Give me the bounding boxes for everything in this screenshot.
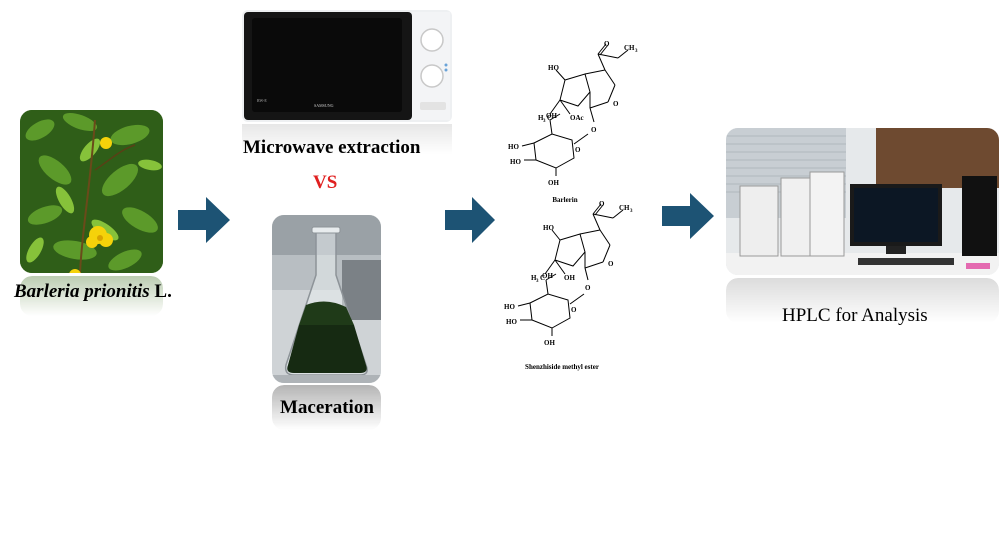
barlerin-ho-top: HO	[548, 64, 559, 72]
arrow-1-icon	[178, 197, 230, 243]
barlerin-h3c-h: H	[538, 114, 544, 122]
shenzhiside-ch3-sub: 3	[630, 209, 633, 214]
barlerin-o-sugar: O	[575, 146, 581, 154]
barlerin-oh-bottom: OH	[548, 179, 559, 187]
shenzhiside-oh-bottom: OH	[544, 339, 555, 347]
shenzhiside-oh-c8: OH	[564, 274, 575, 282]
barlerin-oh6: OH	[546, 112, 557, 120]
versus-label: VS	[313, 172, 338, 193]
shenzhiside-o-sugar: O	[571, 306, 577, 314]
microwave-photo: RW-E SAMSUNG	[242, 10, 452, 122]
barlerin-o-link: O	[591, 126, 597, 134]
shenzhiside-name: Shenzhiside methyl ester	[525, 363, 599, 371]
plant-label: Barleria prionitis L.	[14, 281, 172, 303]
shenzhiside-h3c-sub: 3	[536, 279, 539, 284]
shenzhiside-ho-top: HO	[543, 224, 554, 232]
barlerin-ch3-sub: 3	[635, 49, 638, 54]
plant-photo	[20, 110, 163, 273]
shenzhiside-ch3: CH	[619, 204, 630, 212]
plant-reflection	[20, 276, 163, 316]
shenzhiside-h3c-h: H	[531, 274, 537, 282]
shenzhiside-ho-a: HO	[506, 318, 517, 326]
microwave-label: Microwave extraction	[243, 137, 421, 158]
shenzhiside-o-ring: O	[608, 260, 614, 268]
shenzhiside-o-link: O	[585, 284, 591, 292]
maceration-photo	[272, 215, 381, 383]
hplc-label: HPLC for Analysis	[782, 305, 928, 326]
barlerin-o-ring: O	[613, 100, 619, 108]
barlerin-o-carbonyl: O	[604, 40, 610, 48]
shenzhiside-oh6: OH	[542, 272, 553, 280]
microwave-reflection	[242, 124, 452, 154]
shenzhiside-o-carbonyl: O	[599, 200, 605, 208]
hplc-reflection	[726, 278, 999, 323]
maceration-label: Maceration	[280, 397, 374, 418]
plant-authority: L.	[149, 281, 172, 302]
barlerin-name: Barlerin	[552, 196, 577, 204]
microwave-brand: SAMSUNG	[314, 103, 334, 108]
barlerin-ho-b: HO	[508, 143, 519, 151]
arrow-3-icon	[662, 193, 714, 239]
plant-illustration	[20, 110, 163, 273]
svg-text:RW-E: RW-E	[257, 98, 267, 103]
maceration-reflection	[272, 385, 381, 430]
barlerin-h3c-c: C	[547, 114, 552, 122]
shenzhiside-ho-b: HO	[504, 303, 515, 311]
barlerin-ch3: CH	[624, 44, 635, 52]
barlerin-ho-a: HO	[510, 158, 521, 166]
arrow-2-icon	[445, 197, 495, 243]
hplc-photo	[726, 128, 999, 275]
shenzhiside-h3c-c: C	[540, 274, 545, 282]
plant-species-name: Barleria prionitis	[14, 281, 150, 302]
barlerin-oac: OAc	[570, 114, 584, 122]
compound-structures: HO O CH 3 O OAc H 3 C O OH O HO HO OH HO…	[504, 40, 638, 371]
barlerin-h3c-sub: 3	[543, 119, 546, 124]
